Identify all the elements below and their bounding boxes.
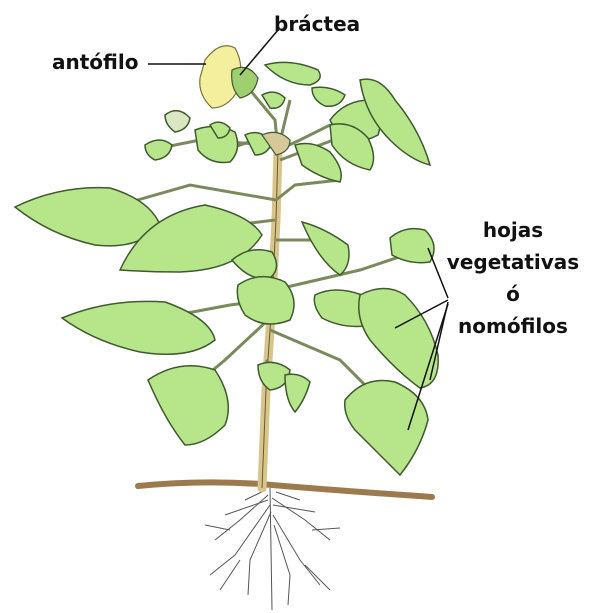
leaf-right-dark-top xyxy=(390,229,434,263)
label-antofilo: antófilo xyxy=(52,52,138,72)
leaf-top-upper xyxy=(265,62,320,85)
label-hojas-line-4: nomófilos xyxy=(438,316,588,336)
label-hojas-vegetativas: hojas vegetativas ó nomófilos xyxy=(438,220,588,348)
label-hojas-line-3: ó xyxy=(438,284,588,304)
label-hojas-line-1: hojas xyxy=(438,220,588,240)
bud-flower-1 xyxy=(165,111,190,132)
leaf-top-upper-2 xyxy=(312,87,345,106)
label-hojas-line-2: vegetativas xyxy=(438,252,588,272)
label-bractea: bráctea xyxy=(274,14,360,34)
leaves xyxy=(15,62,438,475)
leaf-center xyxy=(237,277,294,324)
leaf-lower-left xyxy=(62,301,215,354)
leaf-lower-left-2 xyxy=(148,366,228,445)
leaf-upper-left xyxy=(15,188,160,246)
leaf-center-small-2 xyxy=(285,374,310,412)
leaf-bottom-right xyxy=(345,380,428,475)
roots xyxy=(205,488,340,610)
leaf-right-upper xyxy=(302,222,349,275)
leaf-top-small xyxy=(262,92,285,108)
leaf-top-left-small xyxy=(145,140,172,160)
